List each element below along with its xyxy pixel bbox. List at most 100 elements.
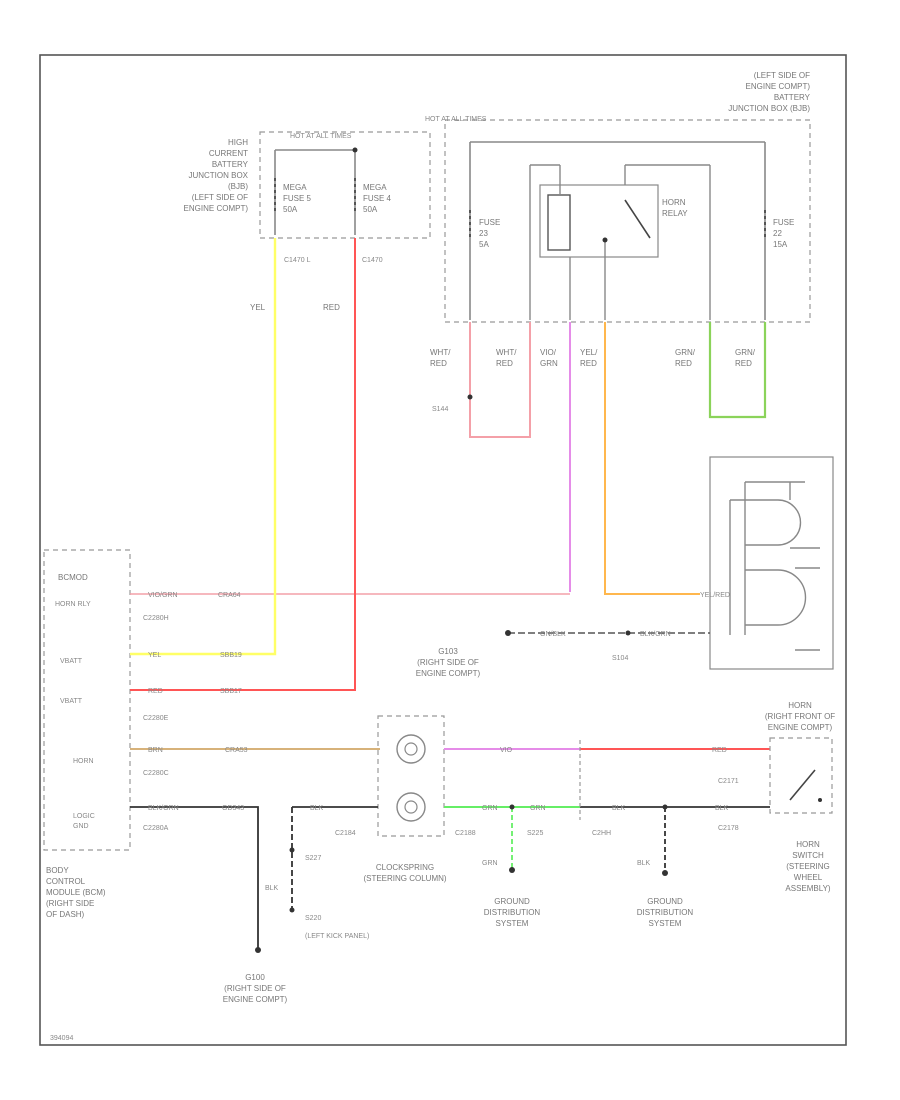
svg-text:GRN: GRN [540,359,558,368]
wire-logic-gnd [130,806,259,950]
splice-s220 [289,907,295,913]
horn-relay-coil [547,194,571,251]
splice-blk [662,804,668,810]
svg-text:SWITCH: SWITCH [792,851,824,860]
splice-s104 [625,630,631,636]
figure-id: 394094 [50,1035,73,1042]
conn-c2280a: C2280A [143,825,169,832]
horn-relay-label: HORN RELAY [662,198,688,218]
clockspring-ring-top [396,734,426,764]
svg-text:FUSE: FUSE [773,218,794,227]
svg-text:G103: G103 [438,647,458,656]
ground-dist-2-dot [662,870,668,876]
horn-symbol [729,481,820,651]
wire-blk-grn-horn-label: BLK/GRN [640,631,671,638]
svg-text:50A: 50A [363,205,378,214]
clockspring-ring-bottom [396,792,426,822]
yel-wire-label: YEL [250,303,266,312]
svg-text:LOGIC: LOGIC [73,813,95,820]
g103-label: G103 (RIGHT SIDE OF ENGINE COMPT) [416,647,481,678]
horn-relay-box [539,184,659,258]
wire-label-wht-red-1: WHT/ RED [430,348,451,368]
fuse23-label: FUSE 23 5A [479,218,500,249]
conn-c2171: C2171 [718,778,739,785]
svg-text:22: 22 [773,229,782,238]
splice-s225 [509,804,515,810]
relay-contact-arm [624,199,651,239]
wire-grn-ground-label: GRN [482,860,498,867]
svg-text:(RIGHT FRONT OF: (RIGHT FRONT OF [765,712,835,721]
splice-s220-desc: (LEFT KICK PANEL) [305,933,369,940]
hot-at-all-times-left: HOT AT ALL TIMES [290,133,352,140]
mega5-label: MEGA FUSE 5 50A [283,183,312,214]
svg-text:SYSTEM: SYSTEM [496,919,529,928]
horn-switch-contact [789,769,816,801]
horn-box [709,456,834,670]
svg-text:(RIGHT SIDE: (RIGHT SIDE [46,899,94,908]
pin-vbatt-1: VBATT [60,658,83,665]
bcm-name: BODY CONTROL MODULE (BCM) (RIGHT SIDE OF… [46,866,106,919]
pin-horn: HORN [73,758,94,765]
wire-yel-red-horn-label: YEL/RED [700,592,730,599]
svg-text:RED: RED [675,359,692,368]
wire-blk-grn-bcm-label: BLK/GRN [148,805,179,812]
svg-text:CONTROL: CONTROL [46,877,86,886]
svg-text:MEGA: MEGA [283,183,307,192]
svg-text:50A: 50A [283,205,298,214]
svg-text:(STEERING COLUMN): (STEERING COLUMN) [363,874,446,883]
splice-s227-label: S227 [305,855,321,862]
svg-text:(RIGHT SIDE OF: (RIGHT SIDE OF [224,984,286,993]
svg-text:JUNCTION BOX: JUNCTION BOX [188,171,248,180]
splice-s144 [467,394,473,400]
svg-text:(LEFT SIDE OF: (LEFT SIDE OF [192,193,248,202]
wire-vio-mid-label: VIO [500,747,513,754]
svg-text:CLOCKSPRING: CLOCKSPRING [376,863,434,872]
hcbjb-box [259,131,431,239]
wire-label-grn-red-2: GRN/ RED [735,348,756,368]
svg-text:(RIGHT SIDE OF: (RIGHT SIDE OF [417,658,479,667]
conn-c2280c: C2280C [143,770,169,777]
diagram-frame [39,54,847,1046]
bcm-words: BCMOD [58,573,88,582]
svg-text:RED: RED [580,359,597,368]
svg-text:JUNCTION BOX (BJB): JUNCTION BOX (BJB) [728,104,810,113]
svg-text:DISTRIBUTION: DISTRIBUTION [484,908,541,917]
bjb-box [444,119,811,323]
wire-brn-bcm-label: BRN [148,747,163,754]
clockspring-ring-top-inner [404,742,418,756]
wire-blk-right-label: BLK [715,805,729,812]
connector-c1470l: C1470 L [284,257,311,264]
g100-label: G100 (RIGHT SIDE OF ENGINE COMPT) [223,973,288,1004]
wire-blk-ground-label: BLK [637,860,651,867]
wire-red-mid-label: RED [712,747,727,754]
svg-text:YEL/: YEL/ [580,348,598,357]
svg-text:ENGINE COMPT): ENGINE COMPT) [768,723,833,732]
svg-text:WHEEL: WHEEL [794,873,823,882]
horn-switch-dot [818,798,822,802]
wire-label-grn-red-1: GRN/ RED [675,348,696,368]
svg-text:HORN: HORN [788,701,812,710]
svg-text:HORN: HORN [796,840,820,849]
svg-text:FUSE: FUSE [479,218,500,227]
horn-switch-box [769,737,833,814]
svg-text:GROUND: GROUND [494,897,530,906]
svg-text:(STEERING: (STEERING [786,862,830,871]
svg-text:BODY: BODY [46,866,69,875]
svg-text:ENGINE COMPT): ENGINE COMPT) [416,669,481,678]
svg-text:OF DASH): OF DASH) [46,910,85,919]
svg-text:HIGH: HIGH [228,138,248,147]
wire-label-vio-grn: VIO/ GRN [540,348,558,368]
wire-cra64-label: CRA64 [218,592,241,599]
conn-c2184: C2184 [335,830,356,837]
svg-text:(LEFT SIDE OF: (LEFT SIDE OF [754,71,810,80]
clockspring-box [377,715,445,837]
conn-c2hh: C2HH [592,830,611,837]
clockspring-label: CLOCKSPRING (STEERING COLUMN) [363,863,446,883]
ground-g103-dot [505,630,511,636]
svg-text:ASSEMBLY): ASSEMBLY) [785,884,831,893]
connector-c1470: C1470 [362,257,383,264]
wire-blk-gnd-label: BLK [265,885,279,892]
hot-at-all-times-right: HOT AT ALL TIMES [425,116,487,123]
svg-text:RED: RED [496,359,513,368]
